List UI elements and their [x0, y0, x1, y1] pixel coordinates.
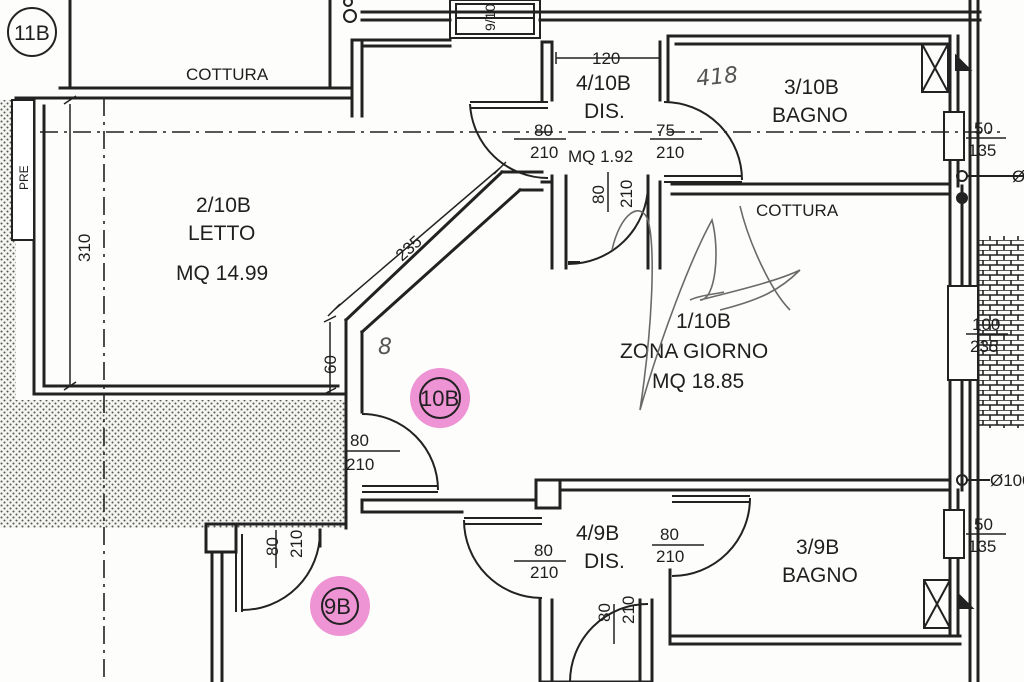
door-bagno9-w: 80	[660, 525, 679, 544]
room-area-letto: MQ 14.99	[176, 262, 268, 285]
handwritten-note-zona: 8	[378, 335, 392, 360]
cottura-label-right: COTTURA	[756, 201, 839, 220]
unit-9b-label: 9B	[324, 594, 351, 619]
dim-235: 235	[392, 232, 426, 265]
terrace-floor	[0, 400, 346, 528]
handwritten-note-bagno: 418	[695, 63, 739, 92]
walls	[14, 0, 982, 682]
center-lines	[40, 98, 1000, 682]
brick-facade	[978, 236, 1024, 428]
door-bagno9-h: 210	[656, 547, 684, 566]
door-dis9-bottom-w: 80	[595, 603, 614, 622]
vent-label: PRE	[17, 165, 31, 190]
room-area-dis-10b: MQ 1.92	[568, 147, 633, 166]
win-bagno10-w: 50	[974, 119, 993, 138]
top-window-digits: 9/10	[482, 4, 498, 31]
left-vent-strip: PRE	[11, 99, 35, 241]
win-bagno9-h: 135	[968, 537, 996, 556]
win-zona-w: 100	[972, 315, 1000, 334]
handwritten-scribble	[611, 205, 801, 411]
room-code-bagno-9b: 3/9B	[796, 536, 839, 559]
unit-10b-marker[interactable]: 10B	[410, 368, 470, 428]
unit-11b-label: 11B	[14, 22, 50, 45]
dimension-lines	[63, 52, 1008, 644]
room-name-dis-9b: DIS.	[584, 550, 625, 573]
room-name-dis-10b: DIS.	[584, 100, 625, 123]
room-dis-10b: 4/10B DIS. MQ 1.92	[568, 72, 633, 166]
door-dis10-w: 80	[534, 121, 553, 140]
room-name-bagno-9b: BAGNO	[782, 564, 858, 587]
room-zona-giorno: 1/10B ZONA GIORNO MQ 18.85	[620, 310, 768, 393]
vent-box-bagno-9b	[923, 579, 975, 629]
top-window	[449, 0, 541, 39]
door-dis10-h: 210	[530, 143, 558, 162]
dim-310: 310	[75, 234, 94, 262]
door-dis9-w: 80	[534, 541, 553, 560]
dim-120: 120	[592, 49, 620, 68]
room-code-zona-giorno: 1/10B	[676, 310, 731, 333]
window-bagno-9b	[943, 509, 965, 559]
win-bagno9-w: 50	[974, 515, 993, 534]
room-code-bagno-10b: 3/10B	[784, 76, 839, 99]
room-name-bagno-10b: BAGNO	[772, 104, 848, 127]
door-zona-h: 210	[617, 180, 636, 208]
room-name-letto: LETTO	[188, 222, 255, 245]
door-bagno10-w: 75	[656, 121, 675, 140]
door-zona-w: 80	[589, 185, 608, 204]
door-entry10-h: 210	[346, 455, 374, 474]
door-dis9-bottom-h: 210	[619, 596, 638, 624]
unit-9b-marker[interactable]: 9B	[310, 576, 370, 636]
room-area-zona-giorno: MQ 18.85	[652, 370, 744, 393]
window-bagno-10b	[943, 111, 965, 161]
room-bagno-9b: 3/9B BAGNO	[782, 536, 858, 587]
room-code-dis-10b: 4/10B	[576, 72, 631, 95]
pipe-label-top: Ø	[1012, 167, 1024, 186]
vent-box-bagno-10b	[921, 43, 973, 93]
win-zona-h: 235	[970, 337, 998, 356]
door-bagno10-h: 210	[656, 143, 684, 162]
door-swings	[235, 101, 751, 682]
pipe-label-bottom: Ø100	[990, 471, 1024, 490]
room-dis-9b: 4/9B DIS.	[576, 522, 625, 573]
room-bagno-10b: 3/10B BAGNO	[772, 76, 848, 127]
door-entry9-w: 80	[263, 537, 282, 556]
room-code-dis-9b: 4/9B	[576, 522, 619, 545]
window-zona-giorno	[947, 285, 979, 381]
pipe-markers	[343, 0, 1024, 486]
door-entry9-h: 210	[287, 530, 306, 558]
door-entry10-w: 80	[350, 431, 369, 450]
cottura-label-top: COTTURA	[186, 65, 269, 84]
door-dis9-h: 210	[530, 563, 558, 582]
room-code-letto: 2/10B	[196, 194, 251, 217]
unit-11b-marker: 11B	[7, 7, 57, 57]
unit-10b-label: 10B	[420, 386, 459, 411]
win-bagno10-h: 135	[968, 141, 996, 160]
room-letto: 2/10B LETTO MQ 14.99	[176, 194, 268, 285]
dim-60: 60	[321, 355, 340, 374]
room-name-zona-giorno: ZONA GIORNO	[620, 340, 768, 363]
